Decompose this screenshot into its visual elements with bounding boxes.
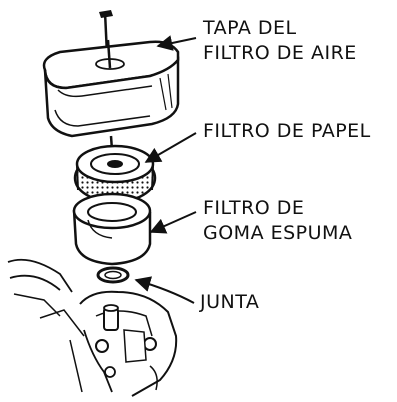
gasket bbox=[96, 266, 130, 284]
paper-filter bbox=[73, 144, 157, 204]
arrow-tapa bbox=[156, 35, 197, 51]
leader-arrows bbox=[134, 35, 197, 304]
air-filter-cover bbox=[42, 39, 180, 138]
filter-base bbox=[7, 258, 178, 397]
arrow-goma bbox=[149, 211, 197, 234]
label-junta: JUNTA bbox=[200, 290, 259, 315]
label-line: TAPA DEL bbox=[203, 17, 297, 39]
arrow-junta bbox=[134, 276, 195, 304]
label-tapa-del-filtro-de-aire: TAPA DEL FILTRO DE AIRE bbox=[203, 16, 357, 66]
label-line: GOMA ESPUMA bbox=[203, 222, 353, 244]
label-line: FILTRO DE AIRE bbox=[203, 42, 357, 64]
label-filtro-de-goma-espuma: FILTRO DE GOMA ESPUMA bbox=[203, 196, 352, 246]
label-filtro-de-papel: FILTRO DE PAPEL bbox=[203, 119, 371, 144]
foam-filter bbox=[72, 192, 152, 266]
label-line: FILTRO DE bbox=[203, 197, 305, 219]
label-line: JUNTA bbox=[200, 291, 260, 313]
label-line: FILTRO DE PAPEL bbox=[203, 120, 371, 142]
arrow-papel bbox=[144, 132, 197, 163]
